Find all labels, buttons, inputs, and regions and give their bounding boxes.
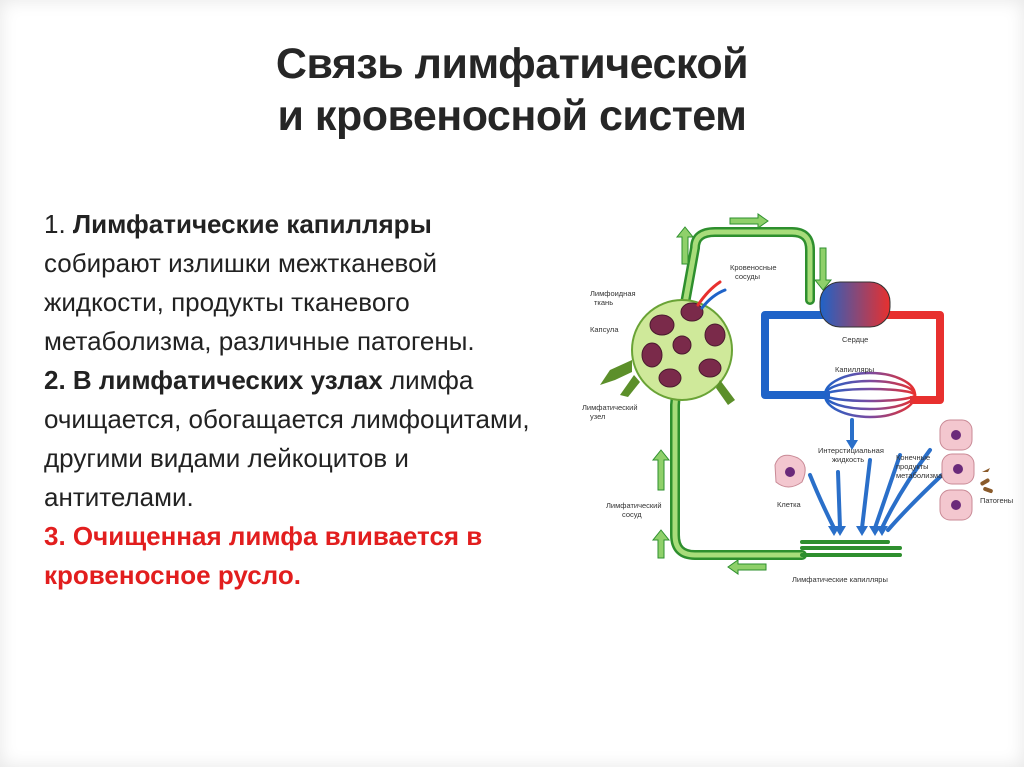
cell-right-3 bbox=[939, 489, 973, 521]
label-lymph-capillaries: Лимфатические капилляры bbox=[792, 575, 888, 584]
tissue-cells bbox=[774, 419, 975, 521]
label-lymph-vessel-1: Лимфатический bbox=[606, 501, 662, 510]
label-metabolites-2: продукты bbox=[896, 462, 929, 471]
label-lymphoid-tissue-2: ткань bbox=[594, 298, 613, 307]
point-1-rest: собирают излишки межтканевой жидкости, п… bbox=[44, 248, 475, 356]
pathogens bbox=[980, 468, 993, 494]
point-1: 1. Лимфатические капилляры собирают излиш… bbox=[44, 205, 549, 361]
fluid-flow-arrows bbox=[808, 418, 944, 532]
node-blood-vessels bbox=[696, 280, 727, 310]
point-3: 3. Очищенная лимфа вливается в кровеносн… bbox=[44, 521, 483, 590]
label-cell: Клетка bbox=[777, 500, 802, 509]
label-interstitial-2: жидкость bbox=[832, 455, 864, 464]
label-blood-vessels-2: сосуды bbox=[735, 272, 760, 281]
label-lymph-node-2: узел bbox=[590, 412, 605, 421]
label-metabolites-1: Конечные bbox=[896, 453, 930, 462]
blood-capillaries bbox=[823, 371, 917, 419]
fluid-arrow-heads bbox=[828, 440, 888, 536]
label-capsule: Капсула bbox=[590, 325, 619, 334]
point-2-bold: 2. В лимфатических узлах bbox=[44, 365, 383, 395]
cell-right-1 bbox=[939, 419, 973, 451]
body-text: 1. Лимфатические капилляры собирают излиш… bbox=[44, 205, 549, 595]
cell-left bbox=[774, 454, 806, 488]
label-metabolites-3: метаболизма bbox=[896, 471, 943, 480]
label-blood-vessels-1: Кровеносные bbox=[730, 263, 777, 272]
slide-title: Связь лимфатической и кровеносной систем bbox=[0, 38, 1024, 142]
lymph-blood-diagram: Лимфоидная ткань Капсула Лимфатический у… bbox=[582, 213, 1013, 584]
label-interstitial-1: Интерстициальная bbox=[818, 446, 884, 455]
point-1-number: 1. bbox=[44, 209, 73, 239]
point-2-rest: лимфа очищается, обогащается лимфоцитами… bbox=[44, 365, 530, 512]
label-capillaries: Капилляры bbox=[835, 365, 874, 374]
label-pathogens: Патогены bbox=[980, 496, 1013, 505]
title-line-2: и кровеносной систем bbox=[277, 92, 747, 140]
point-2: 2. В лимфатических узлах лимфа очищается… bbox=[44, 361, 549, 517]
lymph-node bbox=[600, 299, 735, 405]
label-lymph-vessel-2: сосуд bbox=[622, 510, 642, 519]
title-line-1: Связь лимфатической bbox=[275, 40, 749, 88]
blood-circulation bbox=[761, 311, 944, 404]
lymph-flow-arrows bbox=[651, 213, 833, 575]
label-heart: Сердце bbox=[842, 335, 868, 344]
point-1-bold: Лимфатические капилляры bbox=[72, 209, 432, 239]
label-lymphoid-tissue-1: Лимфоидная bbox=[590, 289, 636, 298]
label-lymph-node-1: Лимфатический bbox=[582, 403, 638, 412]
heart bbox=[819, 281, 891, 328]
cell-right-2 bbox=[941, 453, 975, 485]
